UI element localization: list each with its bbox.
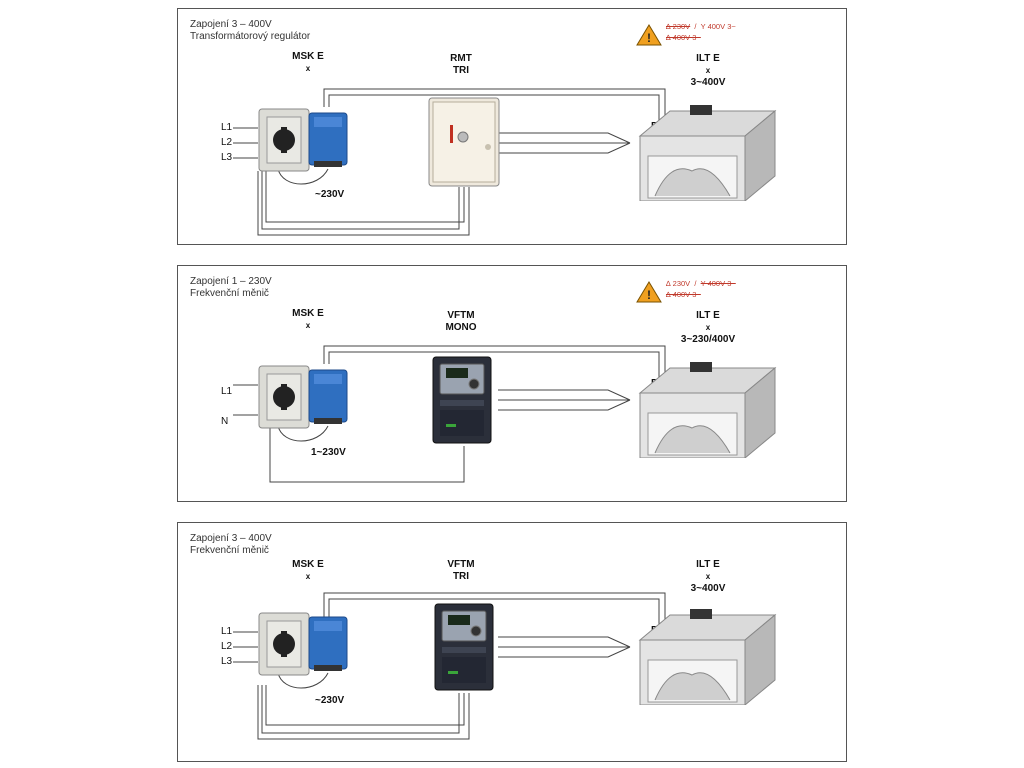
ilt-fan-icon xyxy=(638,609,777,705)
msk-switch-icon xyxy=(258,365,348,429)
ilt-fan-icon xyxy=(638,105,777,201)
warning-icon: ! xyxy=(636,281,664,305)
ilt-fan-icon xyxy=(638,362,777,458)
wiring-lines xyxy=(233,345,666,483)
svg-text:!: ! xyxy=(647,288,651,302)
wiring-lines xyxy=(233,592,666,740)
vftm-drive-icon xyxy=(432,356,492,444)
wiring-lines xyxy=(233,88,666,236)
svg-text:!: ! xyxy=(647,31,651,45)
msk-switch-icon xyxy=(258,612,348,676)
vftm-drive-icon xyxy=(434,603,494,691)
rmt-controller-icon xyxy=(428,97,500,187)
supply-voltage: 1~230V xyxy=(311,447,346,458)
supply-voltage: ~230V xyxy=(315,189,345,200)
msk-switch-icon xyxy=(258,108,348,172)
warning-icon: ! xyxy=(636,24,664,48)
warning-text: ∆ 230V / Y 400V 3~ ∆ 400V 3~ xyxy=(666,22,736,42)
warning-text: ∆ 230V / Y 400V 3~ ∆ 400V 3~ xyxy=(666,279,736,299)
supply-voltage: ~230V xyxy=(315,695,345,706)
